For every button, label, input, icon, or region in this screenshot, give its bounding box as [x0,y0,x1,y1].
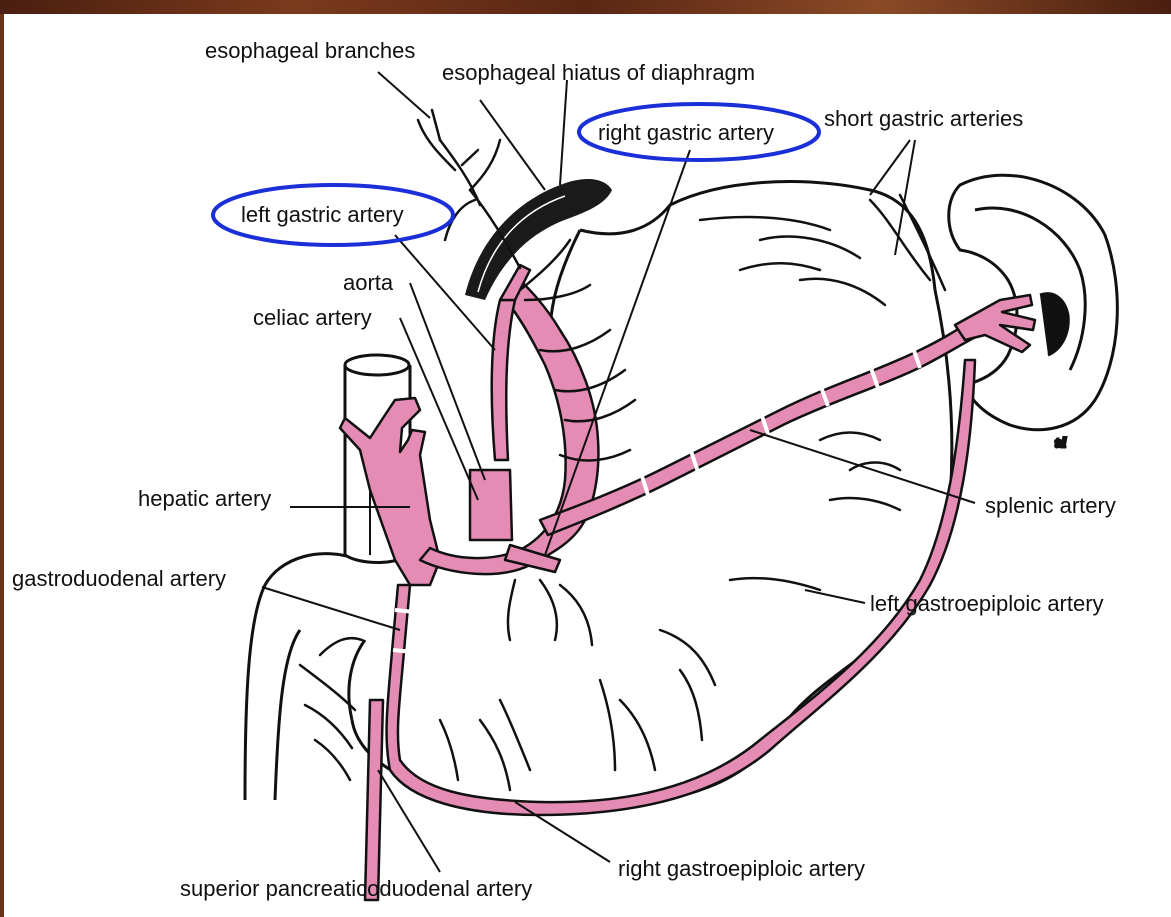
label-splenic-artery: splenic artery [985,493,1116,518]
label-esophageal-branches: esophageal branches [205,38,415,63]
label-aorta: aorta [343,270,394,295]
leader-short-gastric-1 [870,140,910,195]
leader-splenic [750,430,975,503]
label-celiac-artery: celiac artery [253,305,372,330]
leader-gastroduodenal [262,587,400,630]
label-superior-pancreaticoduodenal-artery: superior pancreaticoduodenal artery [180,876,532,901]
leader-hiatus-2 [560,80,567,185]
duodenum-outline [245,554,360,800]
label-gastroduodenal-artery: gastroduodenal artery [12,566,226,591]
label-left-gastroepiploic-artery: left gastroepiploic artery [870,591,1104,616]
label-hepatic-artery: hepatic artery [138,486,271,511]
label-esophageal-hiatus: esophageal hiatus of diaphragm [442,60,755,85]
diaphragm-hiatus [465,179,612,300]
label-left-gastric-artery: left gastric artery [241,202,404,227]
label-right-gastroepiploic-artery: right gastroepiploic artery [618,856,865,881]
label-right-gastric-artery: right gastric artery [598,120,774,145]
artist-signature: td [1055,436,1067,451]
label-short-gastric-arteries: short gastric arteries [824,106,1023,131]
leader-left-gastroepiploic [805,590,865,603]
leader-esophageal-hiatus [480,100,545,190]
leader-esophageal-branches [378,72,430,118]
stomach-outline [349,182,952,807]
artery-network [340,265,1035,900]
